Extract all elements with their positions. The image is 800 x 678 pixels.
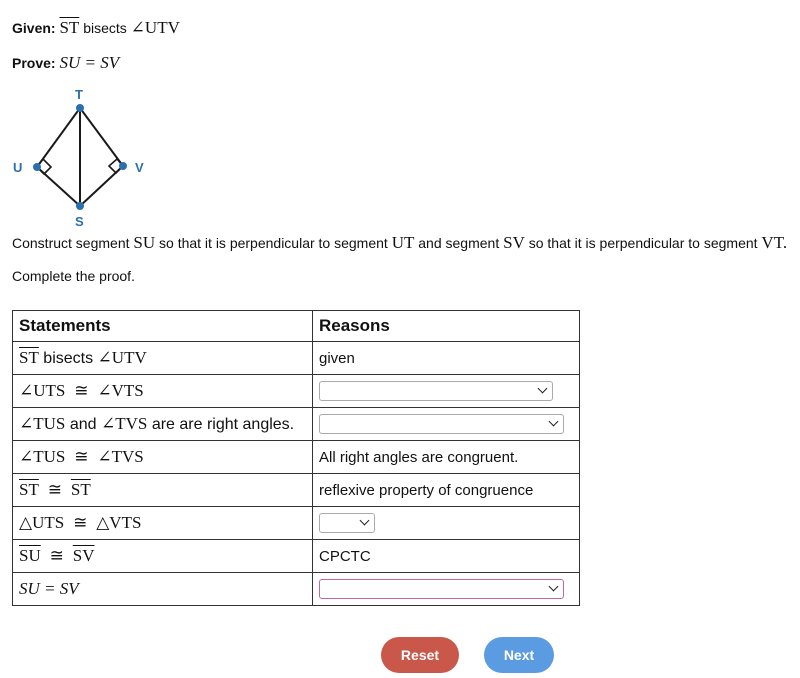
table-row: ∠UTS ≅ ∠VTS — [12, 374, 580, 408]
prove-label: Prove: — [12, 55, 56, 71]
statement-triangle-b: △VTS — [96, 513, 142, 532]
label-u: U — [13, 160, 22, 175]
given-label: Given: — [12, 20, 56, 36]
chevron-down-icon — [359, 515, 370, 526]
kite-diagram: T U V S — [13, 87, 144, 229]
statement-angle-b: ∠TVS — [97, 447, 144, 466]
construct-seg-vt: VT. — [761, 233, 788, 252]
point-s — [76, 202, 84, 210]
congruent-symbol: ≅ — [73, 513, 88, 532]
right-angle-v-icon — [107, 157, 125, 175]
label-s: S — [75, 214, 84, 229]
reason-cell — [312, 407, 580, 441]
given-line: Given: ST bisects ∠UTV — [12, 18, 180, 38]
reason-cell — [312, 374, 580, 408]
statement-cell: ∠UTS ≅ ∠VTS — [12, 374, 313, 408]
point-t — [76, 104, 84, 112]
congruent-symbol: ≅ — [74, 381, 89, 400]
reason-cell: All right angles are congruent. — [312, 440, 580, 474]
statements-header: Statements — [12, 310, 313, 342]
prove-line: Prove: SU = SV — [12, 53, 119, 73]
construct-text-4: so that it is perpendicular to segment — [528, 235, 758, 251]
statement-angle-a: ∠TUS — [19, 414, 66, 433]
complete-instruction: Complete the proof. — [12, 268, 135, 284]
table-row: ST ≅ ST reflexive property of congruence — [12, 473, 580, 507]
statement-cell: SU = SV — [12, 572, 313, 606]
chevron-down-icon — [548, 416, 559, 427]
congruent-symbol: ≅ — [49, 546, 64, 565]
chevron-down-icon — [548, 581, 559, 592]
reason-cell — [312, 572, 580, 606]
statement-segment-a: SU — [19, 546, 41, 565]
table-row: ∠TUS ≅ ∠TVS All right angles are congrue… — [12, 440, 580, 474]
given-text: bisects — [83, 20, 127, 36]
statement-text: bisects — [43, 350, 94, 367]
reason-cell — [312, 506, 580, 540]
given-angle: ∠UTV — [130, 18, 180, 37]
statement-and: and — [69, 416, 97, 433]
statement-cell: △UTS ≅ △VTS — [12, 506, 313, 540]
statement-segment: ST — [19, 348, 39, 367]
congruent-symbol: ≅ — [74, 447, 89, 466]
statement-segment-b: SV — [72, 546, 95, 565]
proof-table: Statements Reasons ST bisects ∠UTV given… — [12, 310, 580, 606]
construct-instruction: Construct segment SU so that it is perpe… — [12, 233, 787, 253]
statement-angle-b: ∠TVS — [100, 414, 148, 433]
statement-cell: SU ≅ SV — [12, 539, 313, 573]
reset-button[interactable]: Reset — [381, 637, 459, 673]
statement-segment-b: ST — [70, 480, 91, 499]
reason-select[interactable] — [319, 381, 553, 401]
statement-cell: ∠TUS and ∠TVS are are right angles. — [12, 407, 313, 441]
label-t: T — [75, 87, 83, 102]
table-row: SU ≅ SV CPCTC — [12, 539, 580, 573]
reason-select[interactable] — [319, 579, 564, 599]
prove-expr: SU = SV — [59, 53, 120, 72]
point-v — [119, 162, 127, 170]
reason-select[interactable] — [319, 513, 375, 533]
statement-cell: ∠TUS ≅ ∠TVS — [12, 440, 313, 474]
construct-text-1: Construct segment — [12, 235, 130, 251]
reason-cell: given — [312, 341, 580, 375]
construct-seg-su: SU — [133, 233, 156, 252]
table-header-row: Statements Reasons — [12, 310, 580, 342]
statement-angle-a: ∠TUS — [19, 447, 66, 466]
statement-angle-a: ∠UTS — [19, 381, 66, 400]
construct-seg-ut: UT — [391, 233, 415, 252]
segment-tv — [79, 107, 124, 167]
point-u — [33, 163, 41, 171]
statement-text: are are right angles. — [151, 416, 295, 433]
construct-text-3: and segment — [418, 235, 500, 251]
statement-angle: ∠UTV — [97, 348, 147, 367]
reason-select[interactable] — [319, 414, 564, 434]
construct-seg-sv: SV — [503, 233, 525, 252]
statement-expr: SU = SV — [19, 579, 79, 598]
table-row: ST bisects ∠UTV given — [12, 341, 580, 375]
statement-cell: ST ≅ ST — [12, 473, 313, 507]
table-row: △UTS ≅ △VTS — [12, 506, 580, 540]
construct-text-2: so that it is perpendicular to segment — [159, 235, 388, 251]
reasons-header: Reasons — [312, 310, 580, 342]
statement-segment-a: ST — [19, 480, 39, 499]
given-segment: ST — [59, 18, 80, 37]
label-v: V — [135, 160, 144, 175]
right-angle-u-icon — [35, 157, 53, 176]
reason-cell: reflexive property of congruence — [312, 473, 580, 507]
reason-cell: CPCTC — [312, 539, 580, 573]
table-row: SU = SV — [12, 572, 580, 606]
segment-tu — [36, 107, 81, 168]
statement-angle-b: ∠VTS — [97, 381, 144, 400]
next-button[interactable]: Next — [484, 637, 554, 673]
congruent-symbol: ≅ — [47, 480, 62, 499]
statement-triangle-a: △UTS — [19, 513, 65, 532]
chevron-down-icon — [537, 383, 548, 394]
statement-cell: ST bisects ∠UTV — [12, 341, 313, 375]
table-row: ∠TUS and ∠TVS are are right angles. — [12, 407, 580, 441]
